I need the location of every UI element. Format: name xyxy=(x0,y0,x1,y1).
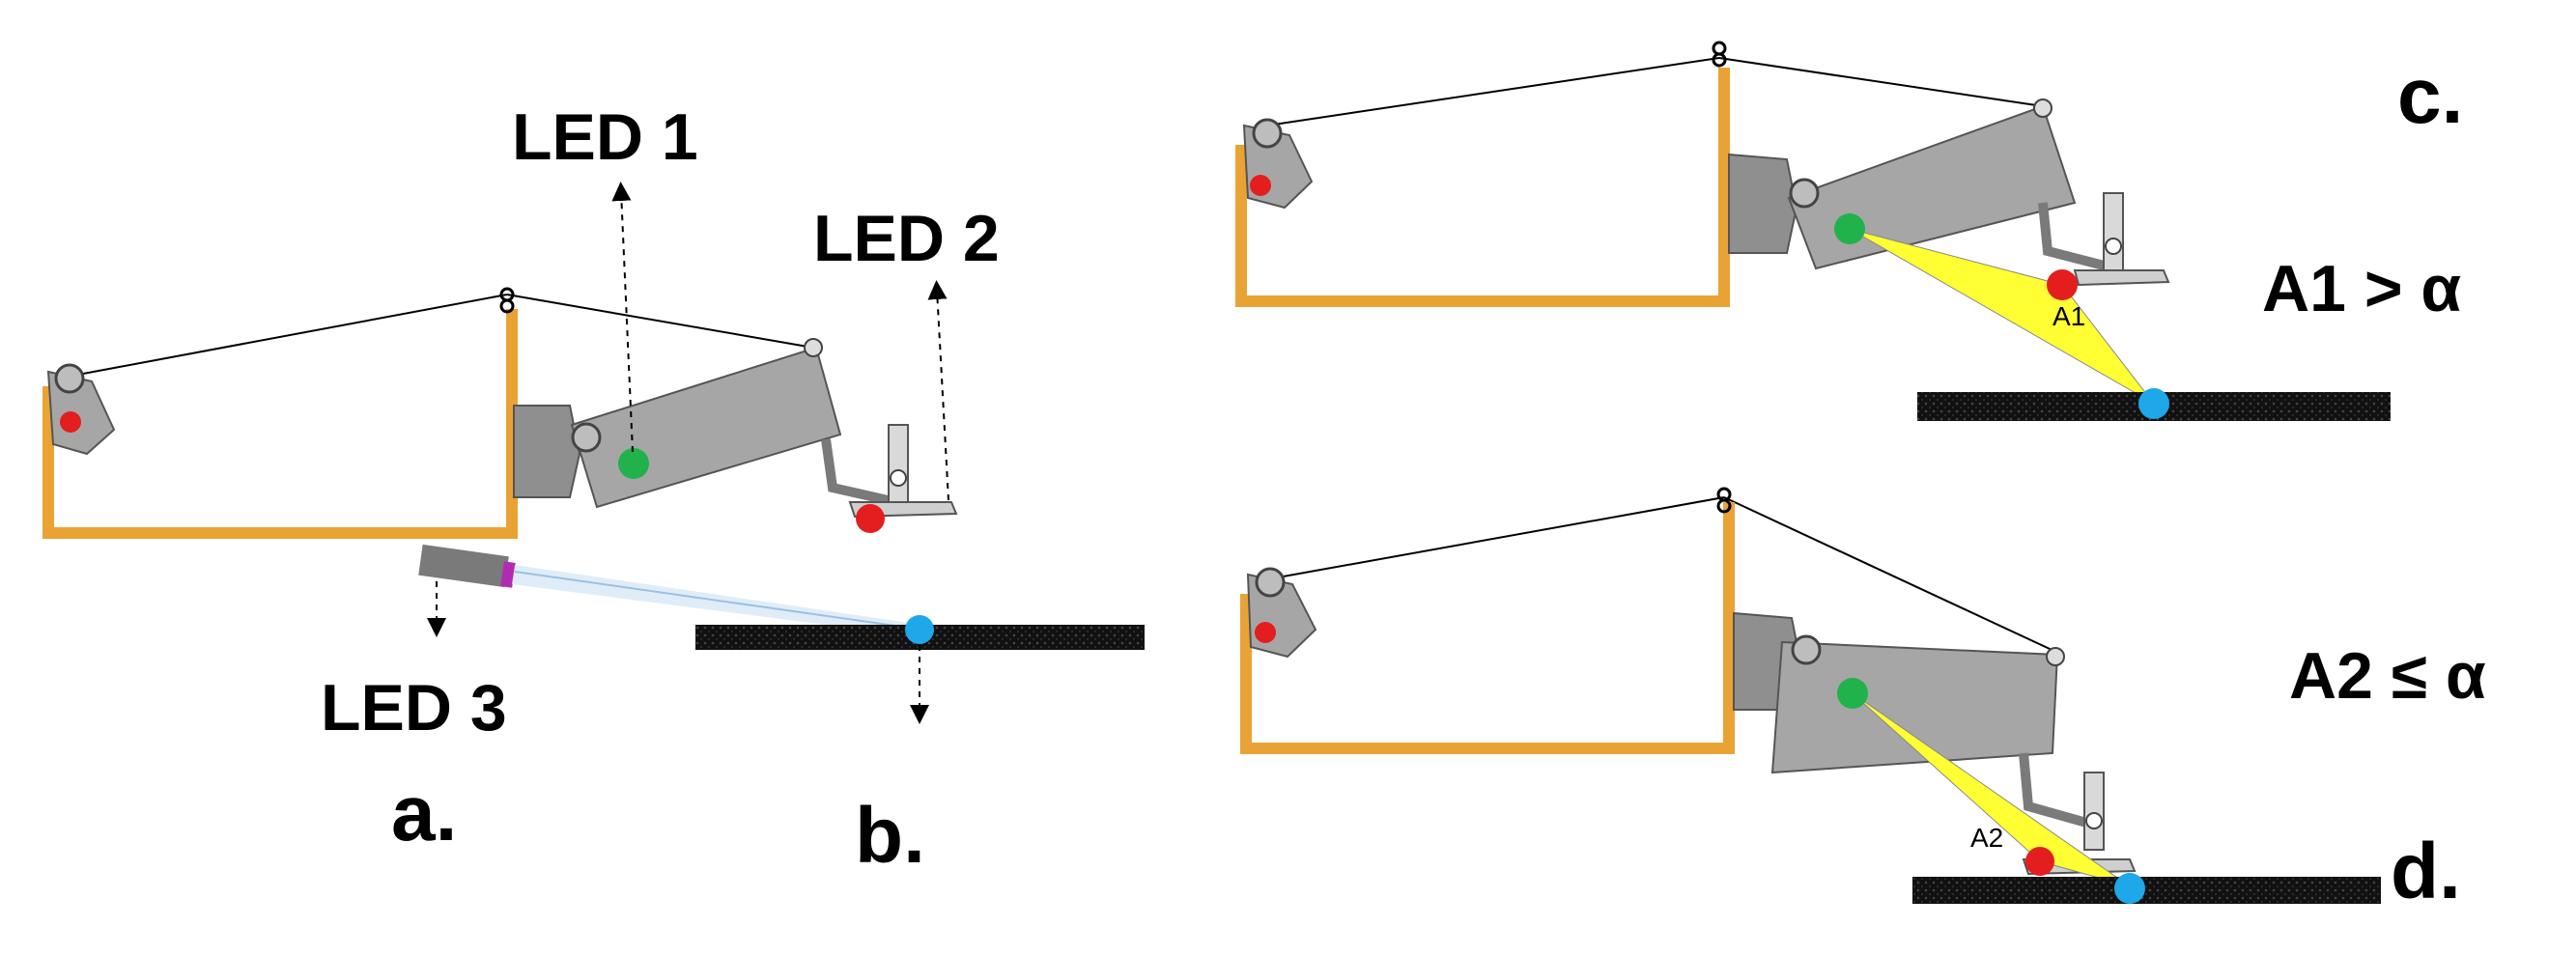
condition-d: A2 ≤ α xyxy=(2289,639,2486,713)
panel-d-label: d. xyxy=(2391,828,2461,915)
frame-red-marker xyxy=(60,411,81,433)
led2-red-marker xyxy=(856,504,885,533)
angle-a2-area xyxy=(1852,692,2131,887)
led1-green-marker xyxy=(618,448,649,479)
panel-a-label: a. xyxy=(391,770,457,857)
panel-b-label: b. xyxy=(855,792,925,880)
led2-label: LED 2 xyxy=(813,202,1000,275)
led1-label: LED 1 xyxy=(512,100,698,174)
panel-c-label: c. xyxy=(2397,52,2463,140)
angle-a2-label: A2 xyxy=(1970,823,2003,853)
led3-label: LED 3 xyxy=(321,671,507,744)
robot-left xyxy=(42,287,958,539)
ground-d xyxy=(1912,877,2381,904)
led3-device xyxy=(418,544,923,637)
robot-c xyxy=(1235,41,2170,307)
angle-a1-label: A1 xyxy=(2052,301,2085,331)
angle-a1-area xyxy=(1849,228,2155,405)
condition-c: A1 > α xyxy=(2262,252,2461,325)
led3-blue-marker xyxy=(905,615,934,644)
